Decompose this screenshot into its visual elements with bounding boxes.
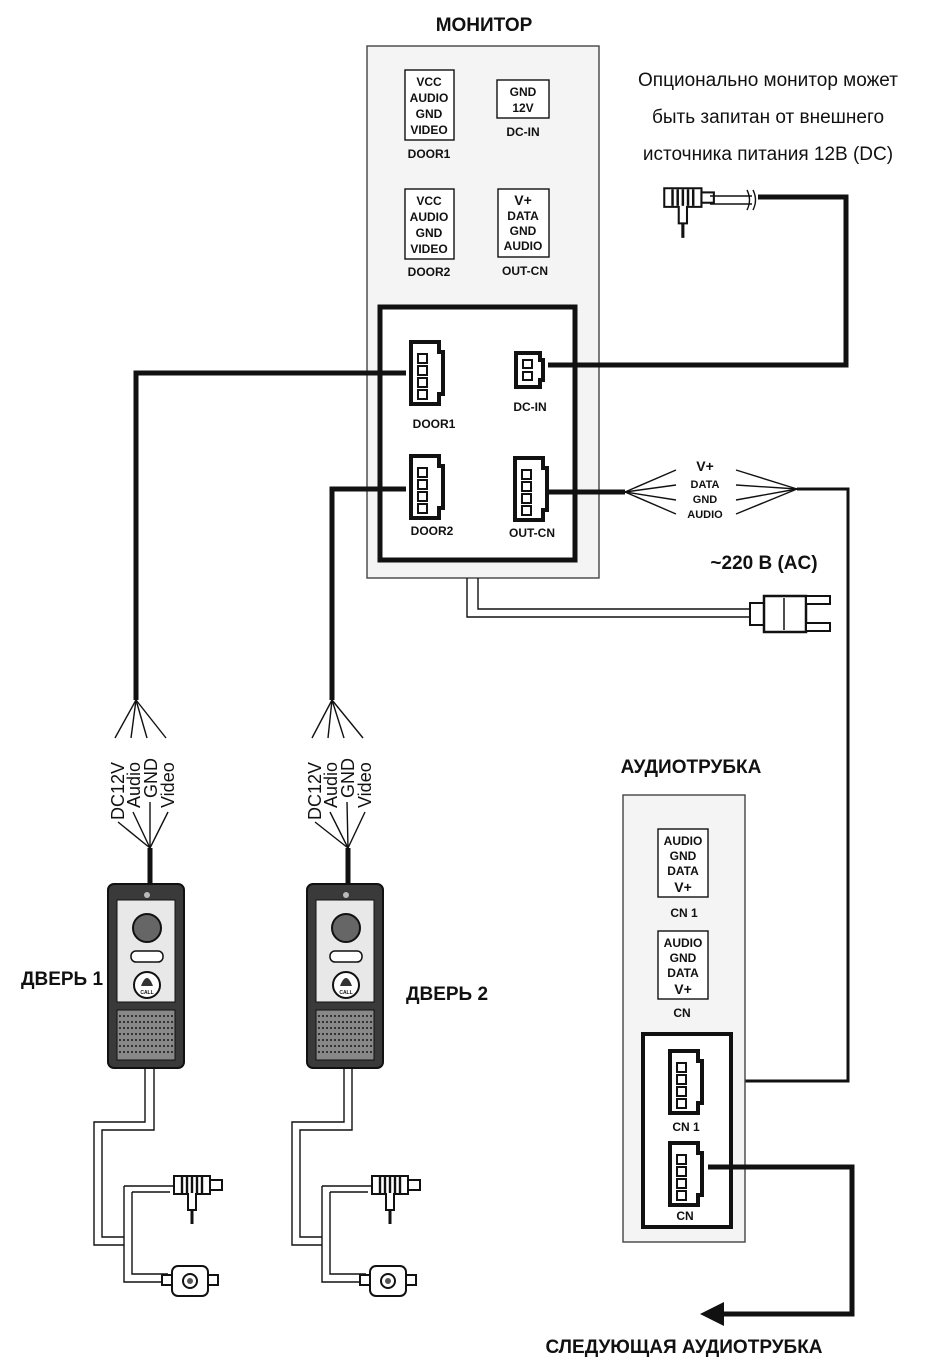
ac-plug-icon [749,594,831,634]
door1-call-panel: CALL [107,883,185,1069]
handset-cn1-wire [718,487,850,1083]
svg-text:VCC: VCC [416,194,442,208]
handset-title: АУДИОТРУБКА [621,757,762,778]
svg-text:GND: GND [670,951,697,965]
door1-connector-icon [409,340,445,406]
door1-cable [133,370,406,700]
handset-cn1-connector-icon [668,1049,704,1115]
door2-wire-label-dc12v: DC12V [305,762,325,820]
ac-label: ~220 В (AC) [710,553,817,574]
outcn-fan-right [735,469,798,515]
door1-fan-bottom [117,802,169,849]
svg-text:VIDEO: VIDEO [410,242,447,256]
svg-text:V+: V+ [514,192,532,208]
door2-fan-bottom [314,801,366,849]
door1-wire-label-gnd: GND [141,758,161,798]
dc-in-wire [548,194,849,368]
monitor-terminal-door2: VCC AUDIO GND VIDEO DOOR2 [404,188,455,279]
handset-terminal-cn: AUDIO GND DATA V+ CN [657,930,709,1020]
monitor-terminal-dcin: GND 12V DC-IN [496,79,550,139]
outcn-connector-icon [513,456,549,522]
arrow-left-icon [700,1302,724,1326]
svg-text:GND: GND [670,849,697,863]
door2-lock-icon [359,1265,417,1297]
svg-text:GND: GND [416,107,443,121]
door2-wire-label-gnd: GND [338,758,358,798]
svg-text:DATA: DATA [667,966,699,980]
svg-text:AUDIO: AUDIO [664,936,703,950]
svg-text:VIDEO: VIDEO [410,123,447,137]
svg-text:GND: GND [510,224,537,238]
door1-connector-label: DOOR1 [413,417,456,431]
svg-text:CALL: CALL [339,990,352,996]
monitor-terminal-dcin-label: DC-IN [506,125,539,139]
next-handset-wire [708,1164,855,1317]
svg-text:CALL: CALL [140,990,153,996]
dc-plug-cable [710,195,752,205]
door1-power-plug-icon [172,1174,224,1226]
handset-cn-connector-icon [668,1141,704,1207]
monitor-terminal-door2-label: DOOR2 [408,265,451,279]
outcn-wire-label-audio: AUDIO [687,509,723,521]
svg-text:AUDIO: AUDIO [504,239,543,253]
svg-text:GND: GND [416,226,443,240]
door2-wire-label-audio: Audio [321,762,341,808]
monitor-terminal-outcn: V+ DATA GND AUDIO OUT-CN [497,188,550,278]
outcn-connector-label: OUT-CN [509,526,555,540]
door2-connector-icon [409,454,445,520]
monitor-terminal-door1: VCC AUDIO GND VIDEO DOOR1 [404,69,455,161]
door1-lock-icon [161,1265,219,1297]
svg-text:AUDIO: AUDIO [410,210,449,224]
power-note-line3: источника питания 12В (DC) [643,144,893,165]
monitor-terminal-door1-label: DOOR1 [408,147,451,161]
outcn-wire-label-data: DATA [691,479,720,491]
monitor-title: МОНИТОР [436,15,533,36]
outcn-fan-left [624,469,677,515]
power-note-line1: Опционально монитор может [638,70,898,91]
door1-fan-top [114,699,167,739]
next-handset-label: СЛЕДУЮЩАЯ АУДИОТРУБКА [545,1337,822,1358]
svg-text:V+: V+ [674,879,692,895]
door1-label: ДВЕРЬ 1 [21,969,104,990]
door2-wire-label-video: Video [355,762,375,808]
handset-terminal-cn1-label: CN 1 [670,906,698,920]
svg-text:DATA: DATA [507,209,539,223]
svg-text:AUDIO: AUDIO [664,834,703,848]
door2-power-plug-icon [370,1174,422,1226]
dcin-connector-label: DC-IN [513,400,546,414]
handset-terminal-cn1: AUDIO GND DATA V+ CN 1 [657,828,709,920]
monitor-terminal-outcn-label: OUT-CN [502,264,548,278]
power-note-line2: быть запитан от внешнего [652,107,884,128]
door2-label: ДВЕРЬ 2 [406,984,488,1005]
ac-cable [466,578,752,618]
door2-lower-wires [291,1068,376,1283]
svg-text:12V: 12V [512,101,533,115]
door2-cable [329,486,406,700]
handset-terminal-cn-label: CN [673,1006,690,1020]
door1-lower-wires [93,1068,178,1283]
svg-text:GND: GND [510,85,537,99]
door2-call-panel: CALL [306,883,384,1069]
handset-cn1-connector-label: CN 1 [672,1120,700,1134]
outcn-wire-label-vplus: V+ [696,458,714,474]
svg-text:DATA: DATA [667,864,699,878]
svg-text:VCC: VCC [416,75,442,89]
door2-connector-label: DOOR2 [411,524,454,538]
door1-wire-label-video: Video [158,762,178,808]
svg-text:AUDIO: AUDIO [410,91,449,105]
door2-fan-top [311,699,364,739]
dc-plug-icon [662,186,716,240]
outcn-wire-label-gnd: GND [693,494,718,506]
dcin-connector-icon [514,351,545,389]
handset-cn-connector-label: CN [676,1209,693,1223]
door1-wire-label-dc12v: DC12V [108,762,128,820]
svg-text:V+: V+ [674,981,692,997]
door1-wire-label-audio: Audio [124,762,144,808]
